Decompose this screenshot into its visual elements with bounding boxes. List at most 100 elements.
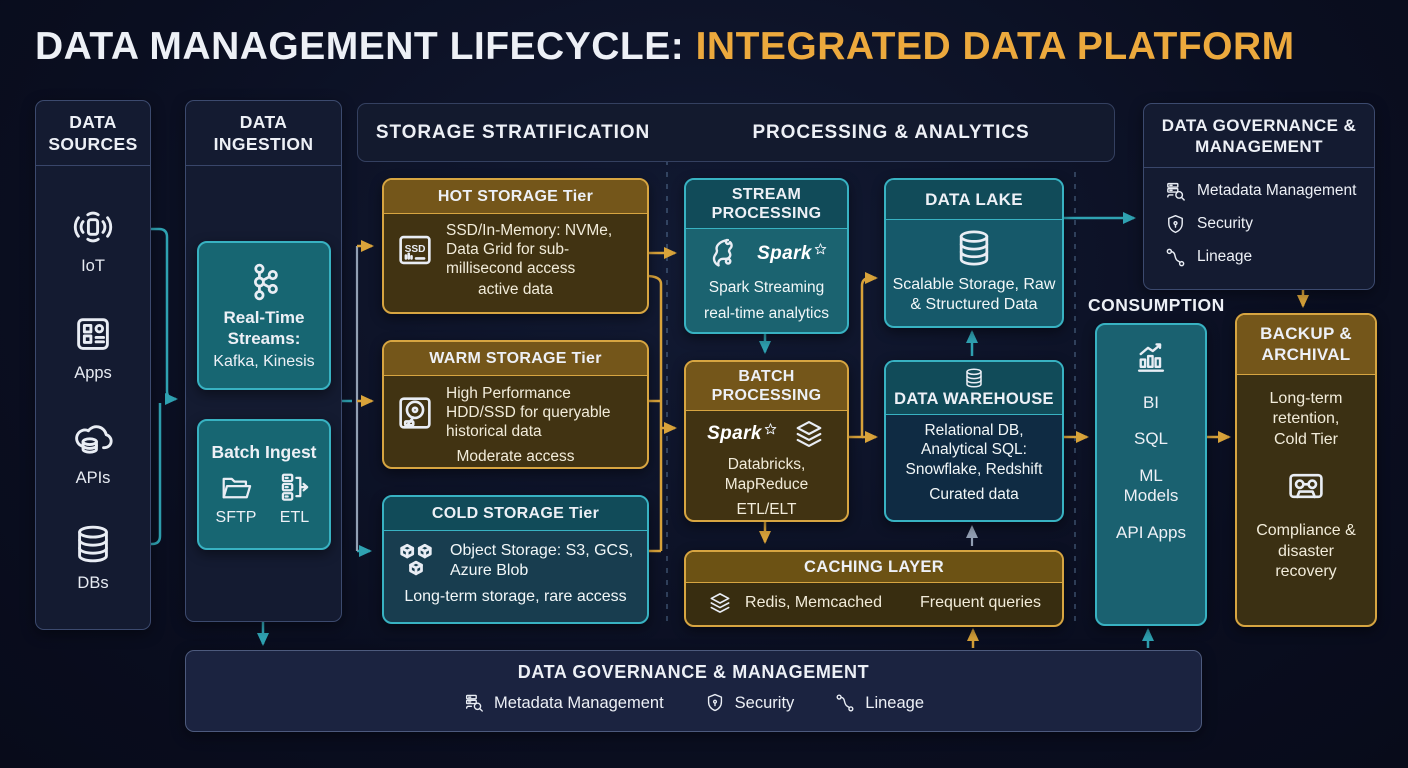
spark-label: Spark [707, 423, 762, 445]
gray-connectors [355, 246, 978, 551]
cold-storage-note: Long-term storage, rare access [404, 588, 627, 605]
databricks-layers-icon [792, 417, 826, 451]
governance-item-security: Security [1164, 213, 1374, 236]
metadata-icon [463, 692, 485, 714]
caching-right-text: Frequent queries [919, 594, 1041, 611]
processing-section-header: PROCESSING & ANALYTICS [752, 122, 1030, 143]
iot-icon [70, 204, 116, 250]
etl-icon [276, 469, 312, 505]
governance-item-label: Metadata Management [1197, 182, 1357, 199]
source-item-dbs: DBs [36, 521, 150, 593]
realtime-streams-box: Real-Time Streams: Kafka, Kinesis [197, 241, 331, 390]
backup-body1: Long-term retention, Cold Tier [1269, 389, 1343, 449]
data-warehouse-title: DATA WAREHOUSE [894, 390, 1054, 408]
consumption-header: CONSUMPTION [1088, 295, 1225, 315]
tape-icon [1282, 465, 1330, 507]
batch-ingest-etl: ETL [276, 469, 312, 527]
star-icon [813, 242, 828, 257]
data-lake-title: DATA LAKE [886, 180, 1062, 220]
batch-item-label: ETL [279, 509, 310, 526]
realtime-title: Real-Time Streams: [223, 308, 305, 348]
consumption-item-ml: ML Models [1123, 465, 1179, 506]
stream-line1: Spark Streaming [708, 279, 825, 297]
apis-icon [70, 416, 116, 462]
realtime-subtitle: Kafka, Kinesis [213, 352, 315, 370]
batch-line2: ETL/ELT [736, 501, 797, 519]
bar-item-lineage: Lineage [834, 692, 924, 714]
stream-processing-box: STREAM PROCESSING Spark Spark Streaming … [684, 178, 849, 334]
data-ingestion-header: DATA INGESTION [186, 101, 341, 166]
gold-connectors [357, 240, 1309, 648]
warm-storage-note: Moderate access [456, 447, 575, 465]
storage-section-header: STORAGE STRATIFICATION [375, 122, 651, 143]
governance-panel-title: DATA GOVERNANCE & MANAGEMENT [1144, 104, 1374, 168]
backup-body2: Compliance & disaster recovery [1256, 521, 1356, 581]
lineage-icon [834, 692, 856, 714]
governance-panel: DATA GOVERNANCE & MANAGEMENT Metadata Ma… [1143, 103, 1375, 290]
warm-storage-title: WARM STORAGE Tier [384, 342, 647, 376]
spark-flame-icon [705, 235, 743, 273]
security-icon [704, 692, 726, 714]
bar-item-label: Security [734, 693, 795, 712]
data-warehouse-header: DATA WAREHOUSE [886, 362, 1062, 415]
data-lake-body: Scalable Storage, Raw & Structured Data [892, 276, 1056, 313]
hot-storage-body: SSD/In-Memory: NVMe, Data Grid for sub-m… [446, 222, 613, 278]
caching-layer-box: CACHING LAYER Redis, Memcached Frequent … [684, 550, 1064, 627]
hot-storage-title: HOT STORAGE Tier [384, 180, 647, 214]
caching-layer-title: CACHING LAYER [686, 552, 1062, 583]
data-ingestion-panel: DATA INGESTION Real-Time Streams: Kafka,… [185, 100, 342, 622]
data-warehouse-box: DATA WAREHOUSE Relational DB, Analytical… [884, 360, 1064, 522]
kafka-icon [242, 260, 286, 304]
hdd-icon [394, 392, 436, 434]
source-label: DBs [77, 574, 109, 592]
bar-item-metadata: Metadata Management [463, 692, 664, 714]
governance-item-lineage: Lineage [1164, 246, 1374, 269]
consumption-item-api: API Apps [1116, 522, 1186, 542]
spark-wordmark: Spark [757, 243, 828, 265]
governance-item-label: Lineage [1197, 248, 1253, 265]
backup-archival-box: BACKUP & ARCHIVAL Long-term retention, C… [1235, 313, 1377, 627]
warm-storage-body: High Performance HDD/SSD for queryable h… [446, 385, 611, 441]
section-header-bar: STORAGE STRATIFICATION PROCESSING & ANAL… [357, 103, 1115, 162]
governance-bar: DATA GOVERNANCE & MANAGEMENT Metadata Ma… [185, 650, 1202, 732]
source-item-iot: IoT [36, 204, 150, 276]
batch-processing-box: BATCH PROCESSING Spark Databricks, MapRe… [684, 360, 849, 522]
stream-line2: real-time analytics [704, 305, 829, 323]
warm-storage-box: WARM STORAGE Tier High Performance HDD/S… [382, 340, 649, 469]
spark-wordmark: Spark [707, 423, 778, 445]
arrow-batch-to-lake [846, 272, 878, 439]
batch-processing-title: BATCH PROCESSING [686, 362, 847, 412]
apps-icon [70, 311, 116, 357]
dbs-icon [70, 521, 116, 567]
bar-item-label: Metadata Management [493, 693, 664, 712]
consumption-box: BI SQL ML Models API Apps [1095, 323, 1207, 626]
cold-storage-body: Object Storage: S3, GCS, Azure Blob [450, 542, 634, 579]
source-label: Apps [74, 364, 112, 382]
stream-processing-title: STREAM PROCESSING [686, 180, 847, 230]
data-lake-box: DATA LAKE Scalable Storage, Raw & Struct… [884, 178, 1064, 328]
metadata-icon [1164, 180, 1187, 203]
page-title-highlight: INTEGRATED DATA PLATFORM [695, 25, 1295, 68]
source-label: APIs [75, 469, 111, 487]
star-icon [763, 422, 778, 437]
governance-item-metadata: Metadata Management [1164, 180, 1374, 203]
source-item-apis: APIs [36, 416, 150, 488]
arrow-sources-to-ingestion [122, 227, 178, 405]
spark-label: Spark [757, 243, 812, 265]
page-title-prefix: DATA MANAGEMENT LIFECYCLE: [35, 25, 696, 68]
caching-left-text: Redis, Memcached [745, 594, 882, 611]
batch-ingest-title: Batch Ingest [211, 442, 317, 462]
source-label: IoT [81, 257, 105, 275]
cache-layers-icon [707, 590, 733, 616]
backup-title: BACKUP & ARCHIVAL [1237, 315, 1375, 375]
batch-item-label: SFTP [215, 509, 257, 526]
ssd-icon: SSD [394, 229, 436, 271]
svg-text:SSD: SSD [405, 244, 426, 255]
data-warehouse-note: Curated data [929, 486, 1019, 504]
batch-ingest-sftp: SFTP [215, 469, 257, 527]
consumption-item-bi: BI [1142, 393, 1160, 412]
lineage-icon [1164, 246, 1187, 269]
database-icon [962, 366, 986, 390]
consumption-item-sql: SQL [1133, 429, 1169, 449]
